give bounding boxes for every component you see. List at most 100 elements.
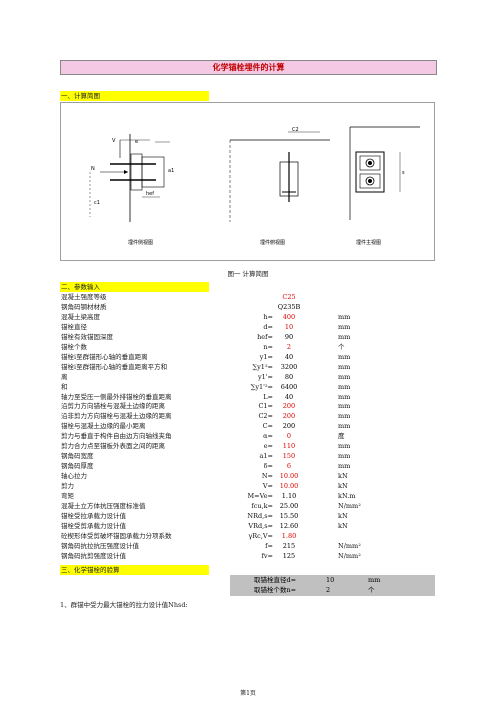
param-label: 混凝土梁高度 (61, 312, 100, 321)
param-label: 离 (61, 372, 68, 381)
summary-row-diameter: 取锚栓直径d= (254, 575, 296, 585)
param-unit: mm (338, 382, 351, 391)
param-label: 钢角码钢材材质 (61, 302, 107, 311)
param-label: 轴心拉力 (61, 472, 87, 481)
param-value: 125 (282, 551, 296, 560)
param-value: 15.50 (279, 511, 299, 520)
param-label: 锚栓与混凝土边缘的最小距离 (61, 422, 146, 431)
param-label: 混凝土立方体抗压强度标准值 (61, 501, 146, 510)
summary-count-value: 2 (326, 586, 331, 594)
param-label: 轴力至受压一侧最外排锚栓的垂直距离 (61, 392, 172, 401)
caption-front-view: 埋件主视图 (356, 239, 381, 246)
page-footer: 第1页 (240, 690, 256, 697)
param-unit: 个 (338, 342, 345, 351)
label-c1: c1 (94, 200, 100, 206)
param-label: 钢角码抗剪强度设计值 (61, 551, 126, 560)
param-value: 1.10 (281, 492, 297, 500)
summary-box: 取锚栓直径d= 10 mm 取锚栓个数n= 2 个 (230, 575, 435, 596)
param-value: 215 (282, 541, 296, 550)
diagram-svg: V e N c1 hef a1 埋件侧视图 C2 埋件俯视图 (60, 102, 435, 261)
param-label: 锚栓受拉承载力设计值 (61, 511, 126, 520)
param-unit: 度 (338, 432, 345, 441)
param-value: 200 (282, 402, 296, 411)
param-value: 6 (286, 462, 292, 471)
summary-row-count: 取锚栓个数n= (254, 585, 296, 595)
param-label: 混凝土强度等级 (61, 293, 107, 301)
param-label: 锚栓直径 (61, 322, 87, 331)
param-value: C25 (282, 293, 296, 301)
param-symbol: fv= (261, 551, 273, 560)
param-value: 3200 (280, 362, 298, 371)
param-label: 剪力合力点至锚板外表面之间的距离 (61, 442, 165, 451)
param-unit: mm (338, 332, 351, 341)
param-value: 10.00 (279, 482, 299, 491)
param-value: 40 (284, 392, 294, 401)
param-label: 剪力与垂直于构件自由边方向轴线夹角 (61, 432, 172, 441)
param-value: 10 (284, 322, 294, 331)
param-unit: kN (338, 511, 348, 520)
param-unit: mm (338, 412, 351, 421)
param-unit: N/mm² (338, 541, 361, 550)
param-value: 1.80 (281, 531, 297, 540)
param-value: 200 (282, 422, 296, 431)
label-e: e (135, 139, 138, 145)
label-n: N (91, 166, 95, 172)
figure-caption: 图一 计算简图 (227, 270, 269, 278)
param-symbol: C2= (258, 412, 273, 421)
param-label: 钢角码宽度 (61, 452, 94, 461)
param-unit: mm (338, 402, 351, 411)
param-unit: N/mm² (338, 501, 361, 510)
param-unit: mm (338, 462, 351, 471)
summary-count-unit: 个 (368, 586, 375, 594)
param-value: 0 (286, 432, 292, 441)
label-hef: hef (146, 191, 154, 197)
param-label: 弯矩 (61, 492, 74, 500)
param-symbol: VRd,s= (248, 521, 273, 530)
param-unit: mm (338, 422, 351, 431)
param-value: 25.00 (279, 501, 299, 510)
param-label: 锚栓有效锚固深度 (61, 332, 113, 341)
param-symbol: y1= (259, 352, 273, 361)
summary-count-label: 取锚栓个数n= (254, 586, 297, 594)
param-symbol: V= (262, 482, 273, 491)
label-a1: a1 (168, 168, 174, 174)
param-unit: mm (338, 452, 351, 461)
label-v: V (112, 138, 116, 144)
param-row: 锚栓受拉承载力设计值 NRd,s= 15.50 kN (61, 512, 435, 522)
param-value: 10.00 (279, 472, 299, 481)
param-symbol: NRd,s= (247, 511, 273, 520)
front-view: s 埋件主视图 (349, 126, 420, 246)
param-value: 200 (282, 412, 296, 421)
param-symbol: L= (263, 392, 273, 401)
param-symbol: M=Ve= (247, 492, 274, 500)
param-label: 和 (61, 382, 68, 391)
param-unit: kN (338, 482, 348, 491)
section-param-input: 二、参数输入 (60, 282, 209, 292)
param-value: 400 (282, 312, 296, 321)
param-symbol: γRc,V= (248, 531, 273, 540)
param-symbol: y1'= (257, 372, 273, 381)
param-label: 锚栓i至群锚形心轴的垂直距离 (61, 352, 148, 361)
label-s: s (402, 170, 405, 176)
param-unit: mm (338, 352, 351, 361)
caption-side-view: 埋件侧视图 (128, 239, 153, 246)
summary-diameter-value: 10 (326, 576, 335, 584)
param-value: 2 (286, 342, 292, 351)
param-label: 剪力 (61, 482, 74, 491)
param-label: 钢角码抗拉抗压强度设计值 (61, 541, 139, 550)
param-label: 沿剪力方向锚栓与混凝土边缘的距离 (61, 402, 165, 411)
